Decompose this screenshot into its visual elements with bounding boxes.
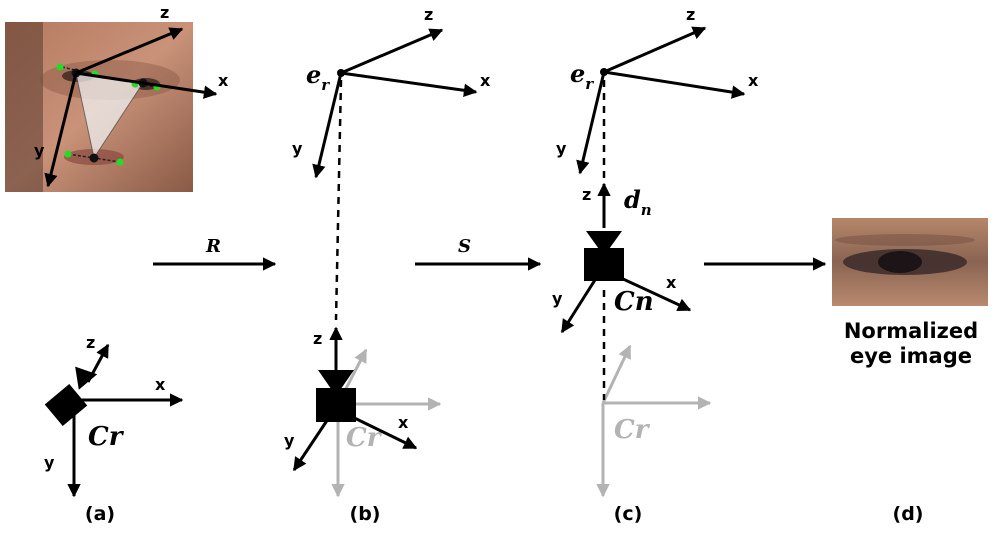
scaling-arrow: S xyxy=(415,236,542,271)
panel-c-ghost-camera: Cr xyxy=(596,344,712,498)
axis-label-z: z xyxy=(160,3,169,22)
landmark-point xyxy=(56,63,64,71)
axis-label-y: y xyxy=(44,453,55,472)
rotation-arrow: R xyxy=(153,236,277,271)
face-photo xyxy=(5,22,193,192)
axis-label-x: x xyxy=(398,413,409,432)
panel-c-camera: z x y Cn dn xyxy=(552,80,692,400)
axis-label-y: y xyxy=(292,139,303,158)
panel-c-eye-axes: z x y er xyxy=(556,5,759,175)
panel-label-c: (c) xyxy=(614,503,643,525)
axis-label-z: z xyxy=(686,5,695,24)
panel-label-b: (b) xyxy=(350,503,381,525)
camera-lens-icon xyxy=(318,370,354,396)
scaling-label: S xyxy=(458,236,471,257)
normalized-label-line1: Normalized xyxy=(844,319,978,343)
normalized-eye-image xyxy=(832,218,988,306)
camera-lens-icon xyxy=(586,231,622,256)
label-dn: dn xyxy=(624,185,652,219)
rotation-label: R xyxy=(205,236,221,257)
panel-b-ghost-camera: Cr xyxy=(331,348,442,498)
axis-label-x: x xyxy=(748,71,759,90)
axis-label-y: y xyxy=(552,289,563,308)
camera-label-cr: Cr xyxy=(88,422,125,452)
camera-cr: z x y Cr xyxy=(44,333,184,498)
axis-label-x: x xyxy=(480,71,491,90)
panel-b-eye-axes: z x y er xyxy=(292,5,491,179)
eye-label-er: er xyxy=(306,60,330,94)
landmark-point xyxy=(64,150,72,158)
axis-label-y: y xyxy=(284,431,295,450)
normalized-label-line2: eye image xyxy=(850,344,972,368)
mouth-center-point xyxy=(89,153,99,163)
panel-label-a: (a) xyxy=(85,503,115,525)
ghost-camera-label-cr: Cr xyxy=(614,415,651,445)
axis-label-z: z xyxy=(313,329,322,348)
panel-b-camera: z x y xyxy=(284,79,418,472)
axis-label-x: x xyxy=(218,71,229,90)
camera-label-cn: Cn xyxy=(614,287,654,317)
axis-label-y: y xyxy=(556,139,567,158)
axis-label-x: x xyxy=(666,273,677,292)
landmark-point xyxy=(116,158,124,166)
camera-icon xyxy=(44,383,88,427)
panel-label-d: (d) xyxy=(893,503,924,525)
axis-label-x: x xyxy=(155,375,166,394)
eye-label-er: er xyxy=(570,59,594,93)
axis-label-z: z xyxy=(582,185,591,204)
eye-origin-point xyxy=(600,68,608,76)
eye-origin-point xyxy=(337,69,345,77)
axis-label-z: z xyxy=(424,5,433,24)
head-coordinate-axes: z x y xyxy=(34,3,229,188)
axis-label-y: y xyxy=(34,141,45,160)
axis-label-z: z xyxy=(86,333,95,352)
